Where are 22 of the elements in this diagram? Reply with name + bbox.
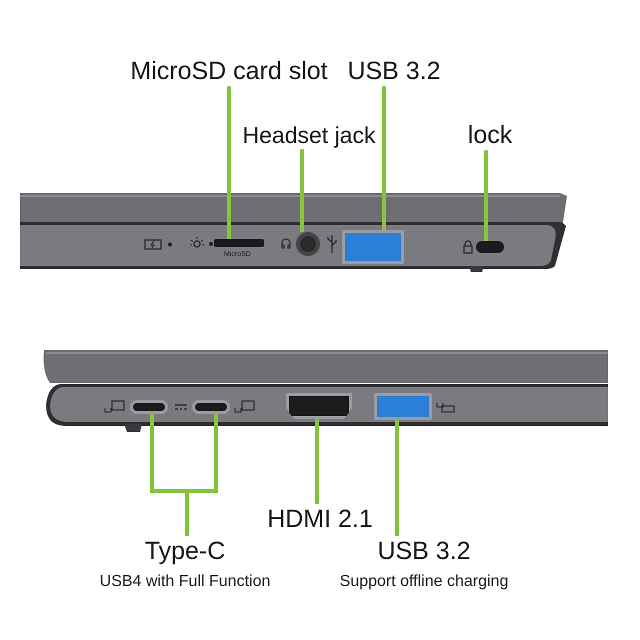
microsd-slot [214, 239, 264, 247]
port-label: USB 3.2 [347, 58, 441, 84]
leader-line [300, 149, 304, 232]
usb-a-port [374, 393, 432, 420]
port-label: MicroSD card slot [130, 58, 328, 84]
leader-line [382, 86, 386, 230]
usb-a-port [342, 230, 404, 264]
usb-c-port [130, 400, 168, 414]
port-label: Type-C [144, 538, 226, 564]
leader-line [484, 150, 488, 241]
port-description: Support offline charging [340, 572, 508, 592]
port-label: lock [468, 122, 512, 148]
leader-line [395, 420, 399, 536]
port-label: USB 3.2 [377, 538, 471, 564]
port-description: USB4 with Full Function [100, 572, 270, 592]
port-label: Headset jack [242, 123, 376, 148]
lock-slot [476, 241, 504, 253]
leader-line [227, 86, 231, 239]
usb-c-port [192, 400, 230, 414]
port-label: HDMI 2.1 [267, 506, 373, 532]
hdmi-port [286, 393, 352, 419]
leader-line [315, 419, 319, 504]
